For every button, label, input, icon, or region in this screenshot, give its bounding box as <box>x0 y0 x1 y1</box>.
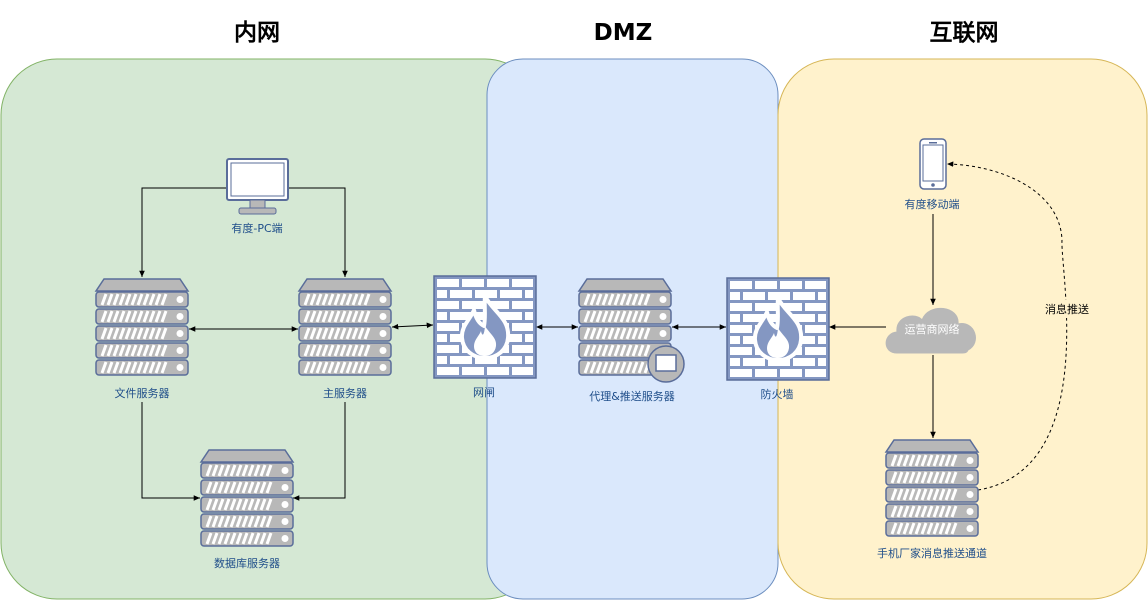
carrier-network-node: 运营商网络 <box>885 307 976 354</box>
edge-pc-to-file-server <box>139 187 227 277</box>
proxy-server-label: 代理&推送服务器 <box>589 389 675 403</box>
firewall-label: 防火墙 <box>761 387 794 401</box>
gateway-node: 网闸 <box>432 274 538 399</box>
server-rack-icon <box>884 438 980 538</box>
main-server-label: 主服务器 <box>323 387 367 400</box>
firewall-icon <box>432 274 538 380</box>
db-server-node: 数据库服务器 <box>199 448 295 570</box>
internet-title: 互联网 <box>930 20 999 46</box>
gateway-label: 网闸 <box>473 386 495 399</box>
cloud-icon <box>885 307 976 354</box>
smartphone-icon <box>919 138 947 190</box>
firewall-icon <box>725 276 831 382</box>
edge-pc-to-main-server <box>288 187 348 277</box>
carrier-network-label: 运营商网络 <box>905 322 960 336</box>
monitor-badge-icon <box>647 345 685 383</box>
pc-client-node: 有度-PC端 <box>226 158 289 235</box>
push-edge-label: 消息推送 <box>1045 302 1089 316</box>
vendor-push-node: 手机厂家消息推送通道 <box>877 438 987 560</box>
edge-main-gateway <box>391 322 434 330</box>
edge-main-to-db <box>293 402 346 501</box>
server-rack-icon <box>199 448 295 548</box>
intranet-title: 内网 <box>234 20 280 46</box>
vendor-push-label: 手机厂家消息推送通道 <box>877 546 987 560</box>
main-server-node: 主服务器 <box>297 277 393 400</box>
mobile-client-label: 有度移动端 <box>905 197 960 211</box>
firewall-node: 防火墙 <box>725 276 831 401</box>
edge-file-to-db <box>141 402 200 501</box>
mobile-client-node: 有度移动端 <box>905 138 960 211</box>
file-server-label: 文件服务器 <box>115 386 170 400</box>
pc-client-label: 有度-PC端 <box>231 221 282 235</box>
file-server-node: 文件服务器 <box>94 277 190 400</box>
server-rack-icon <box>297 277 393 377</box>
edge-vendor-push-to-mobile <box>946 161 1068 491</box>
proxy-server-node: 代理&推送服务器 <box>577 277 685 403</box>
edges <box>139 161 1068 501</box>
monitor-icon <box>226 158 289 215</box>
server-rack-icon <box>94 277 190 377</box>
db-server-label: 数据库服务器 <box>214 556 280 570</box>
dmz-title: DMZ <box>594 20 653 46</box>
